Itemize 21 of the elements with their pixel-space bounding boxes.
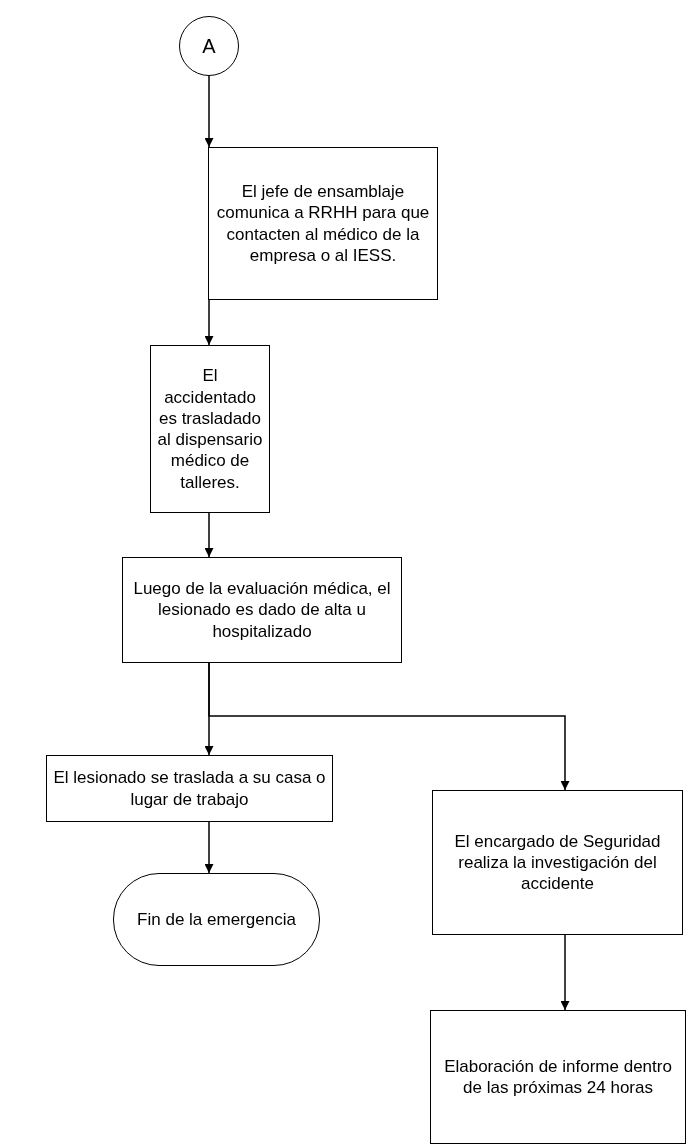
arrow [208, 662, 570, 791]
step-text: El encargado de Seguridad realiza la investigación del accidente [453, 830, 662, 895]
step-text: El accidentado es trasladado al dispensario médico de talleres. [157, 365, 263, 493]
step-text: Elaboración de informe dentro de las próximas 24 horas [443, 1055, 673, 1099]
arrow [560, 934, 570, 1011]
arrow [204, 299, 214, 346]
process-box [208, 147, 438, 300]
process-box [46, 755, 333, 822]
arrow [204, 512, 214, 558]
process-box [430, 1010, 686, 1144]
process-box [150, 345, 270, 513]
arrow [204, 75, 214, 148]
connector-circle [179, 16, 239, 76]
process-box [122, 557, 402, 663]
step-text: Fin de la emergencia [137, 908, 296, 931]
step-text: A [202, 33, 216, 59]
process-box [432, 790, 683, 935]
arrow [204, 821, 214, 874]
step-text: El lesionado se traslada a su casa o lugar de trabajo [53, 767, 326, 810]
step-text: Luego de la evaluación médica, el lesionado es dado de alta u hospitalizado [132, 578, 392, 642]
step-text: El jefe de ensamblaje comunica a RRHH para que contacten al médico de la empresa o al IESS. [215, 181, 431, 266]
